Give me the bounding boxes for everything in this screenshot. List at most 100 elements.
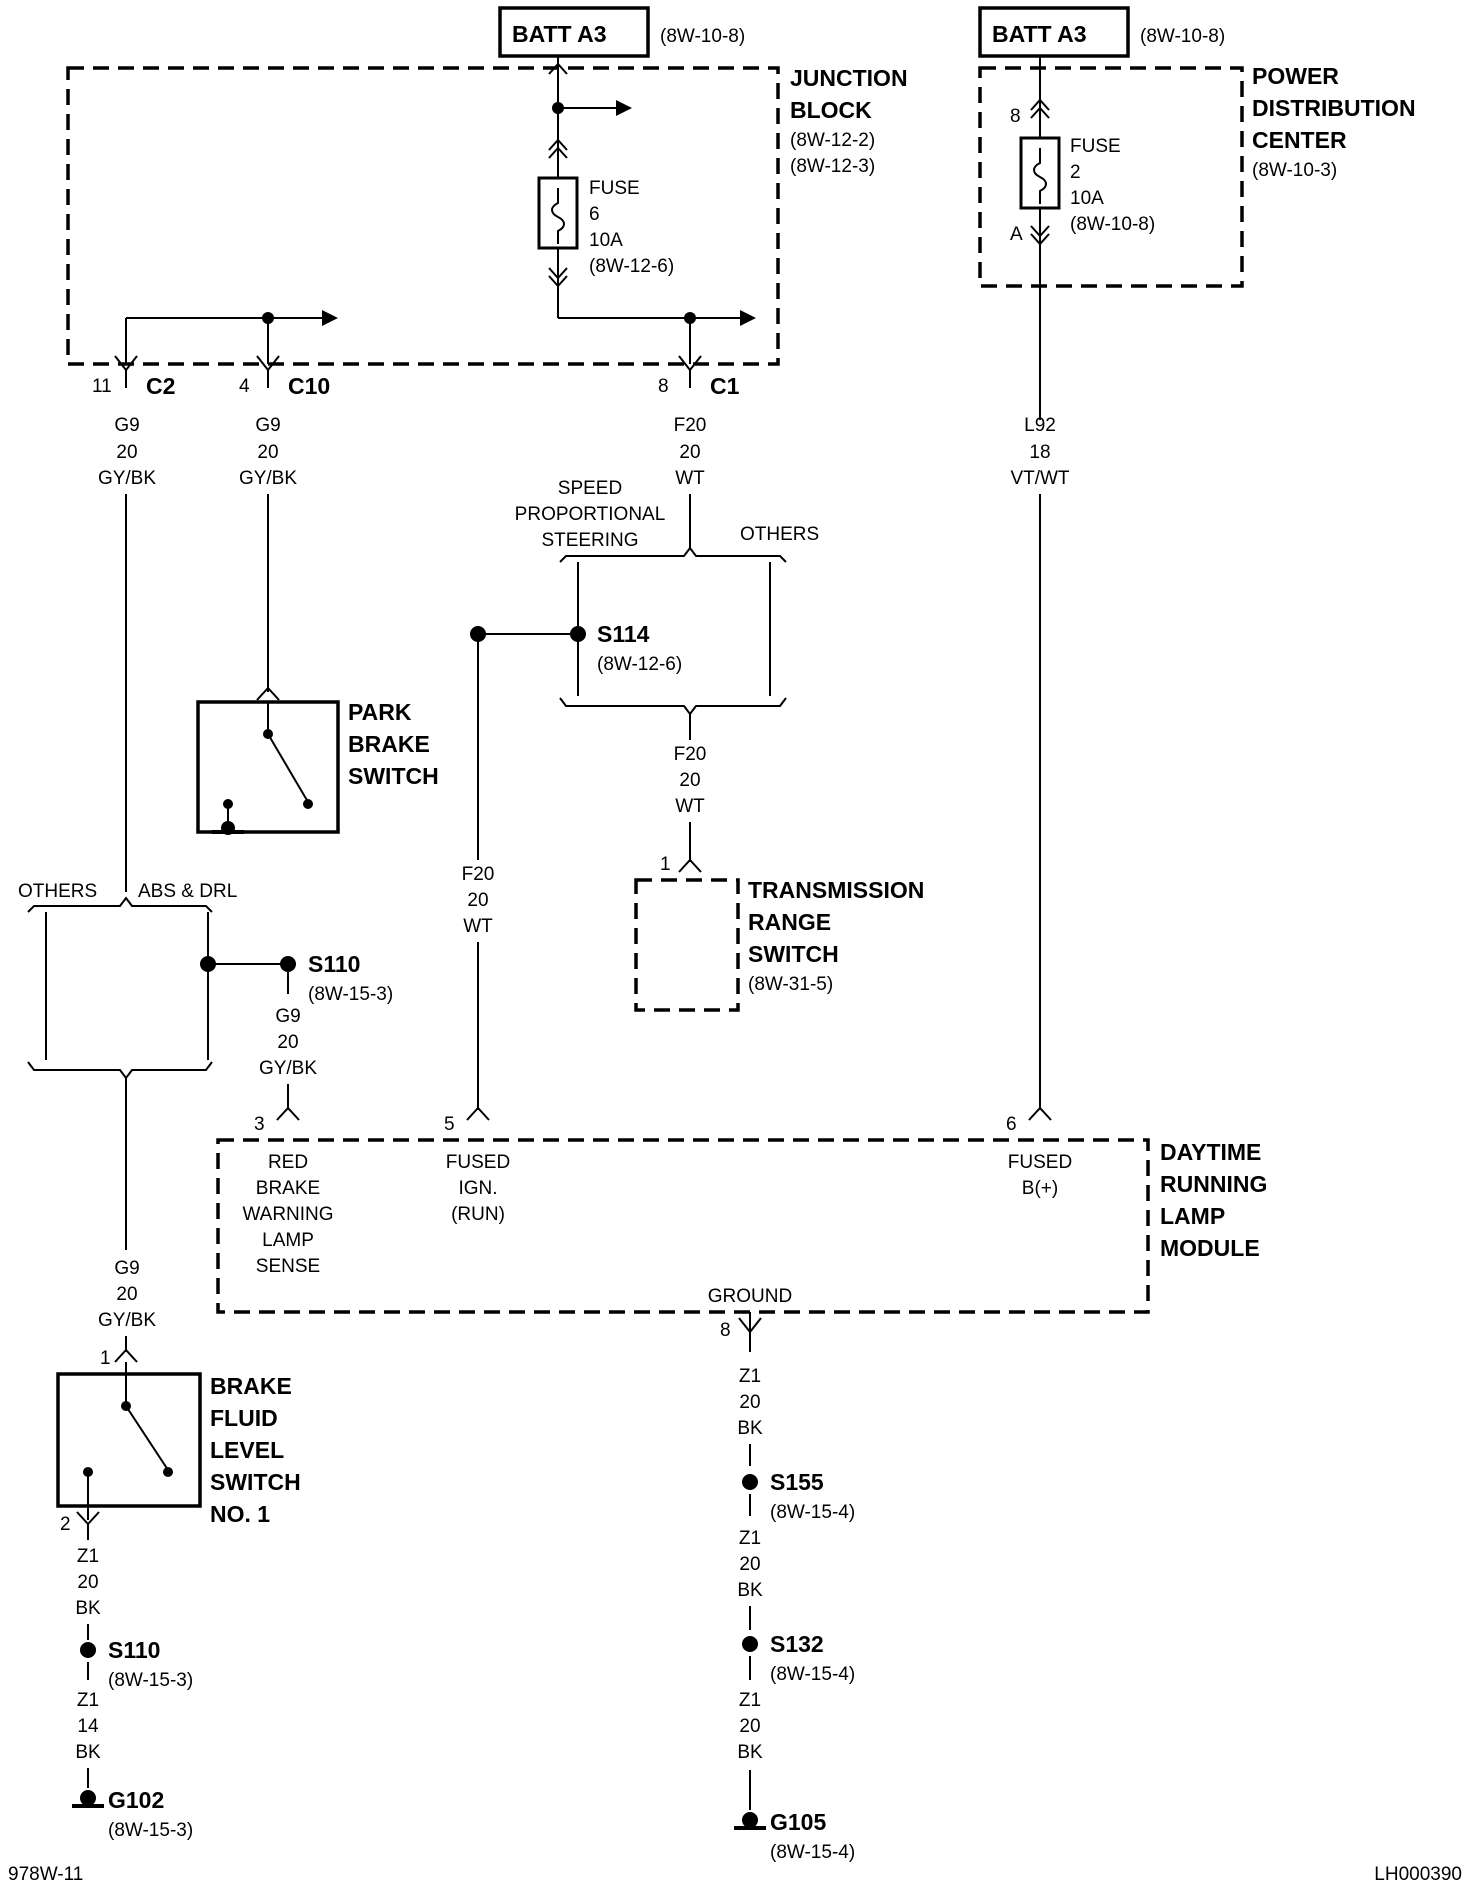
connector-c1: 8 C1 <box>658 355 740 399</box>
splice-s110-top-name: S110 <box>308 951 360 977</box>
wire-label-f20-trs: F20 20 WT <box>674 744 707 817</box>
wire-label-z1-s155: Z1 20 BK <box>737 1366 763 1439</box>
footer-code-left: 978W-11 <box>8 1864 83 1885</box>
batt-a3-right-ref: (8W-10-8) <box>1140 26 1225 47</box>
drl-batt-1: FUSED <box>1008 1152 1072 1173</box>
fuse2-number: 2 <box>1070 162 1081 183</box>
connector-c10-pin: 4 <box>239 376 250 397</box>
svg-text:GY/BK: GY/BK <box>259 1058 317 1079</box>
fuse6-label: FUSE <box>589 178 640 199</box>
park-brake-switch: PARK BRAKE SWITCH <box>196 699 439 835</box>
wire-label-g9-drl: G9 20 GY/BK <box>259 1006 317 1079</box>
junction-block-outline <box>66 66 780 366</box>
bfl-title-5: NO. 1 <box>210 1501 270 1527</box>
svg-text:BK: BK <box>737 1580 763 1601</box>
ground-g102: G102 (8W-15-3) <box>72 1787 193 1841</box>
ground-g105: G105 (8W-15-4) <box>734 1809 855 1863</box>
park-brake-title-3: SWITCH <box>348 763 439 789</box>
pdc-pin-a: A <box>1010 224 1023 245</box>
power-distribution-center: POWER DISTRIBUTION CENTER (8W-10-3) 8 FU… <box>978 56 1416 420</box>
svg-text:Z1: Z1 <box>739 1690 761 1711</box>
junction-block-ref-2: (8W-12-3) <box>790 156 875 177</box>
drl-pin-5: 5 <box>444 1114 455 1135</box>
drl-batt-2: B(+) <box>1022 1178 1058 1199</box>
drl-pin-6: 6 <box>1006 1114 1017 1135</box>
bfl-pin-1: 1 <box>100 1348 111 1369</box>
park-brake-title-2: BRAKE <box>348 731 430 757</box>
ground-g105-ref: (8W-15-4) <box>770 1842 855 1863</box>
trs-title-2: RANGE <box>748 909 831 935</box>
batt-a3-left-ref: (8W-10-8) <box>660 26 745 47</box>
park-brake-title-1: PARK <box>348 699 412 725</box>
svg-text:20: 20 <box>739 1554 760 1575</box>
connector-c2-pin: 11 <box>92 376 112 397</box>
svg-text:G9: G9 <box>114 1258 139 1279</box>
drl-title-2: RUNNING <box>1160 1171 1267 1197</box>
daytime-running-lamp-module: DAYTIME RUNNING LAMP MODULE 3 5 6 RED BR… <box>216 1114 1267 1341</box>
splice-s132: S132 (8W-15-4) <box>742 1631 855 1685</box>
trs-title-1: TRANSMISSION <box>748 877 924 903</box>
splice-s110-bottom-ref: (8W-15-3) <box>108 1670 193 1691</box>
svg-text:PROPORTIONAL: PROPORTIONAL <box>515 504 666 525</box>
fuse2-label: FUSE <box>1070 136 1121 157</box>
splice-s155-name: S155 <box>770 1469 824 1495</box>
fuse6-ref: (8W-12-6) <box>589 256 674 277</box>
svg-text:BK: BK <box>75 1742 101 1763</box>
svg-text:STEERING: STEERING <box>541 530 638 551</box>
wire-label-z1-s132: Z1 20 BK <box>737 1528 763 1601</box>
splice-s132-ref: (8W-15-4) <box>770 1664 855 1685</box>
svg-text:L92: L92 <box>1024 415 1056 436</box>
bfl-pin-2: 2 <box>60 1514 71 1535</box>
svg-text:G9: G9 <box>255 415 280 436</box>
wire-label-f20-c1: F20 20 WT <box>674 415 707 489</box>
svg-text:F20: F20 <box>462 864 495 885</box>
fuse2-rating: 10A <box>1070 188 1104 209</box>
svg-text:20: 20 <box>679 770 700 791</box>
svg-text:VT/WT: VT/WT <box>1010 468 1069 489</box>
drl-ign-3: (RUN) <box>451 1204 505 1225</box>
wire-label-z1-bfl: Z1 20 BK <box>75 1546 101 1619</box>
svg-text:14: 14 <box>77 1716 99 1737</box>
splice-s110-top-ref: (8W-15-3) <box>308 984 393 1005</box>
svg-text:BK: BK <box>737 1742 763 1763</box>
pdc-title-1: POWER <box>1252 63 1339 89</box>
wire-label-z1-g105: Z1 20 BK <box>737 1690 763 1763</box>
drl-ground: GROUND <box>708 1286 792 1307</box>
ground-g102-name: G102 <box>108 1787 164 1813</box>
connector-c2: 11 C2 <box>92 355 175 399</box>
drl-sense-3: WARNING <box>242 1204 333 1225</box>
option-speed-proportional-steering: SPEED PROPORTIONAL STEERING <box>515 478 666 551</box>
svg-text:WT: WT <box>675 796 705 817</box>
bfl-title-2: FLUID <box>210 1405 278 1431</box>
junction-block-title-1: JUNCTION <box>790 65 908 91</box>
svg-text:GY/BK: GY/BK <box>239 468 297 489</box>
svg-text:G9: G9 <box>114 415 139 436</box>
fuse6-rating: 10A <box>589 230 623 251</box>
drl-title-4: MODULE <box>1160 1235 1260 1261</box>
svg-text:20: 20 <box>116 442 137 463</box>
splice-s155: S155 (8W-15-4) <box>742 1469 855 1523</box>
svg-text:F20: F20 <box>674 415 707 436</box>
svg-text:Z1: Z1 <box>77 1546 99 1567</box>
svg-text:BK: BK <box>75 1598 101 1619</box>
batt-a3-right-label: BATT A3 <box>992 21 1087 47</box>
svg-text:WT: WT <box>675 468 705 489</box>
svg-text:20: 20 <box>257 442 278 463</box>
svg-text:20: 20 <box>739 1716 760 1737</box>
drl-pin-8: 8 <box>720 1320 731 1341</box>
trs-pin: 1 <box>660 854 671 875</box>
svg-text:20: 20 <box>739 1392 760 1413</box>
connector-c10-name: C10 <box>288 373 330 399</box>
svg-text:GY/BK: GY/BK <box>98 1310 156 1331</box>
drl-ign-1: FUSED <box>446 1152 510 1173</box>
option-others-left: OTHERS <box>18 881 97 902</box>
splice-s155-ref: (8W-15-4) <box>770 1502 855 1523</box>
connector-c1-name: C1 <box>710 373 740 399</box>
svg-text:GY/BK: GY/BK <box>98 468 156 489</box>
svg-text:20: 20 <box>116 1284 137 1305</box>
drl-sense-5: SENSE <box>256 1256 320 1277</box>
brake-fluid-level-switch: 1 2 BRAKE FLUID LEVEL SWITCH NO. 1 <box>56 1348 301 1535</box>
svg-text:20: 20 <box>467 890 488 911</box>
wire-label-g9-c2: G9 20 GY/BK <box>98 415 156 489</box>
